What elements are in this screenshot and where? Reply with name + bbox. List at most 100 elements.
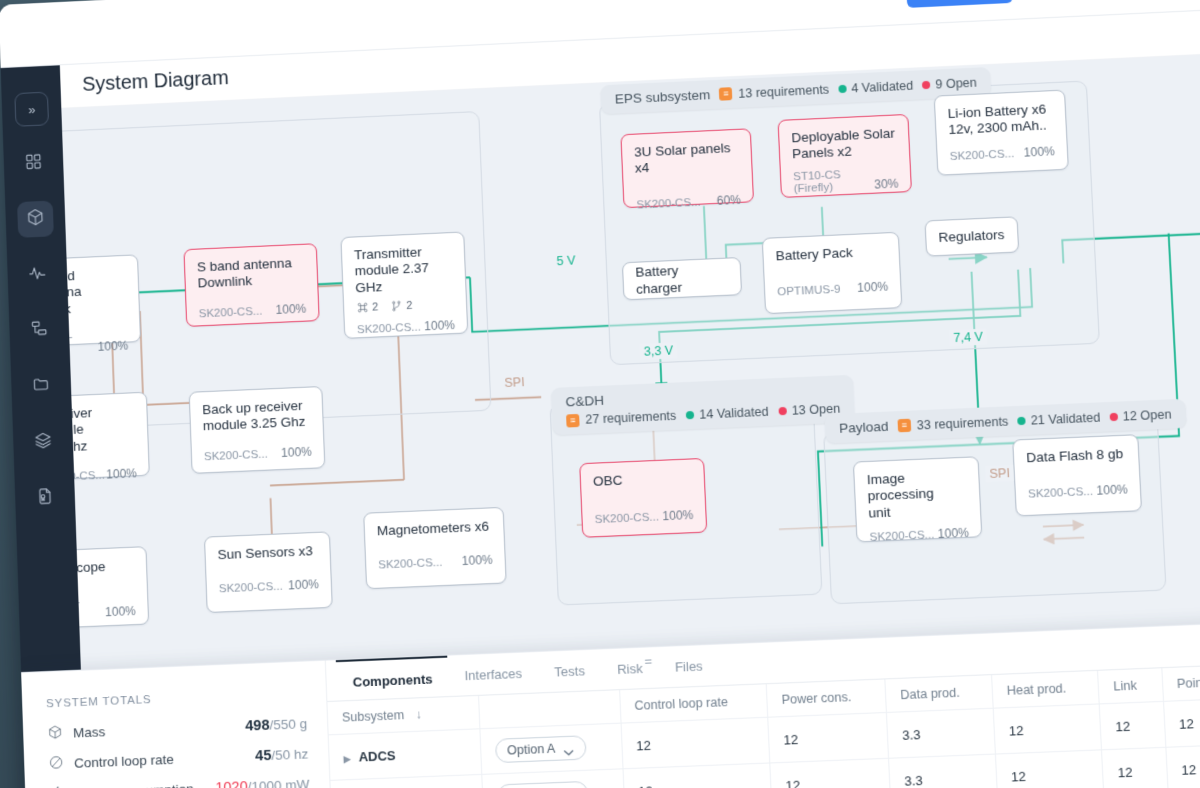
group-open-eps: 9 Open bbox=[922, 75, 977, 92]
cell-option[interactable]: Option A bbox=[479, 723, 623, 775]
col-data-prod[interactable]: Data prod. bbox=[884, 675, 993, 713]
cell-control-loop-rate: 12 bbox=[620, 717, 770, 769]
total-label: Mass bbox=[72, 724, 106, 741]
node-footer: SK200-CS... 100% bbox=[219, 577, 320, 596]
requirements-icon: ≡ bbox=[719, 87, 733, 101]
requirements-icon: ≡ bbox=[897, 418, 912, 433]
node-battery-pack[interactable]: Battery Pack OPTIMUS-9 100% bbox=[761, 231, 903, 315]
node-title: X band antennaUplink bbox=[61, 268, 82, 318]
node-title: Battery charger bbox=[635, 262, 683, 297]
validated-dot-icon bbox=[686, 410, 695, 420]
node-part: SK200-CS... bbox=[594, 511, 660, 527]
expand-caret-icon[interactable]: ▶ bbox=[343, 753, 351, 764]
cell-heat-prod: 12 bbox=[992, 703, 1102, 755]
sidebar-item-reports[interactable] bbox=[27, 479, 64, 517]
sidebar-item-activity[interactable] bbox=[19, 256, 56, 293]
cell-subsystem[interactable]: ▶ADCS bbox=[328, 728, 482, 781]
node-progress: 100% bbox=[104, 604, 136, 620]
sort-arrow-icon: ↓ bbox=[415, 707, 422, 722]
col-power-cons[interactable]: Power cons. bbox=[766, 679, 887, 718]
node-footer: SK200-CS... 100% bbox=[357, 318, 455, 336]
group-open-payload: 12 Open bbox=[1109, 407, 1172, 424]
bolt-icon bbox=[49, 784, 66, 788]
total-value: 45/50 hz bbox=[254, 745, 309, 765]
col-link[interactable]: Link bbox=[1097, 668, 1164, 704]
sidebar-item-system-diagram[interactable] bbox=[17, 200, 54, 238]
node-progress: 100% bbox=[106, 466, 138, 482]
node-footer: SK200-CS... 100% bbox=[949, 144, 1055, 163]
node-magnetometers[interactable]: Magnetometers x6 SK200-CS... 100% bbox=[363, 506, 507, 590]
node-footer: SK200-CS... 100% bbox=[61, 329, 128, 357]
group-validated-cdh: 14 Validated bbox=[686, 405, 769, 423]
sidebar-item-layers[interactable] bbox=[25, 423, 62, 461]
node-progress: 60% bbox=[716, 192, 742, 208]
tab-tests[interactable]: Tests bbox=[553, 663, 586, 680]
tab-interfaces[interactable]: Interfaces bbox=[464, 665, 523, 684]
group-name-payload: Payload bbox=[838, 418, 889, 436]
edit-diagram-button[interactable]: Edit diagram bbox=[905, 0, 1013, 8]
node-part: SK200-CS... bbox=[1027, 486, 1094, 502]
group-requirements-eps: ≡ 13 requirements bbox=[719, 82, 829, 101]
requirements-count-payload: 33 requirements bbox=[916, 413, 1009, 433]
group-validated-eps: 4 Validated bbox=[837, 78, 914, 96]
total-row-power-consumption: Power consumption 1020/1000 mW bbox=[49, 775, 310, 788]
node-xband-antenna[interactable]: X band antennaUplink SK200-CS... 100% bbox=[61, 254, 142, 354]
group-name-cdh: C&DH bbox=[565, 392, 605, 410]
sidebar-expand-button[interactable]: » bbox=[14, 91, 50, 127]
node-obc[interactable]: OBC SK200-CS... 100% bbox=[579, 457, 708, 538]
tab-files[interactable]: Files bbox=[674, 658, 704, 675]
node-regulators[interactable]: Regulators bbox=[924, 216, 1020, 257]
node-3u-solar-panels[interactable]: 3U Solar panels x4 SK200-CS... 60% bbox=[620, 128, 755, 212]
node-sun-sensors[interactable]: Sun Sensors x3 SK200-CS... 100% bbox=[203, 531, 333, 614]
node-battery-charger[interactable]: Battery charger bbox=[621, 256, 743, 301]
total-label: Control loop rate bbox=[73, 751, 175, 771]
tab-components[interactable]: Components bbox=[335, 655, 450, 701]
node-title: Data Flash 8 gb bbox=[1025, 445, 1124, 466]
node-part: SK200-CS... bbox=[378, 557, 443, 573]
validated-dot-icon bbox=[1017, 416, 1026, 425]
option-select[interactable]: Option A bbox=[494, 735, 588, 764]
sidebar-item-dashboard[interactable] bbox=[15, 145, 52, 182]
cell-link: 12 bbox=[1101, 747, 1168, 788]
open-dot-icon bbox=[1109, 412, 1118, 421]
sidebar-item-hierarchy[interactable] bbox=[21, 312, 58, 349]
node-badges: 2 2 bbox=[356, 297, 454, 314]
node-part: SK200-CS... bbox=[203, 448, 268, 464]
node-progress: 100% bbox=[856, 279, 889, 296]
group-requirements-payload: ≡ 33 requirements bbox=[897, 413, 1009, 433]
tab-risk[interactable]: Risk bbox=[616, 660, 643, 678]
validated-dot-icon bbox=[837, 84, 847, 93]
col-heat-prod[interactable]: Heat prod. bbox=[991, 670, 1100, 709]
node-title: Battery Pack bbox=[775, 244, 854, 264]
wire-label-spi-obc: SPI bbox=[500, 373, 529, 392]
dashboard-grid-icon bbox=[23, 151, 44, 177]
node-part: SK200-CS... bbox=[198, 305, 263, 321]
cell-data-prod: 3.3 bbox=[886, 708, 996, 759]
node-data-flash[interactable]: Data Flash 8 gb SK200-CS... 100% bbox=[1012, 434, 1143, 517]
cell-link: 12 bbox=[1099, 701, 1166, 750]
sidebar-item-files[interactable] bbox=[23, 368, 60, 405]
node-progress: 100% bbox=[287, 577, 320, 593]
node-progress: 100% bbox=[1023, 144, 1056, 160]
node-progress: 100% bbox=[662, 508, 694, 524]
node-part: ST10-CS (Firefly) bbox=[792, 169, 842, 196]
group-requirements-cdh: ≡ 27 requirements bbox=[566, 409, 677, 428]
open-dot-icon bbox=[922, 80, 931, 89]
node-footer: OPTIMUS-9 100% bbox=[777, 279, 889, 299]
document-badge-icon bbox=[35, 485, 56, 511]
option-select[interactable]: Option A bbox=[496, 780, 590, 788]
col-pointing-acc[interactable]: Pointing acc. bbox=[1161, 663, 1200, 702]
command-icon bbox=[356, 301, 369, 315]
